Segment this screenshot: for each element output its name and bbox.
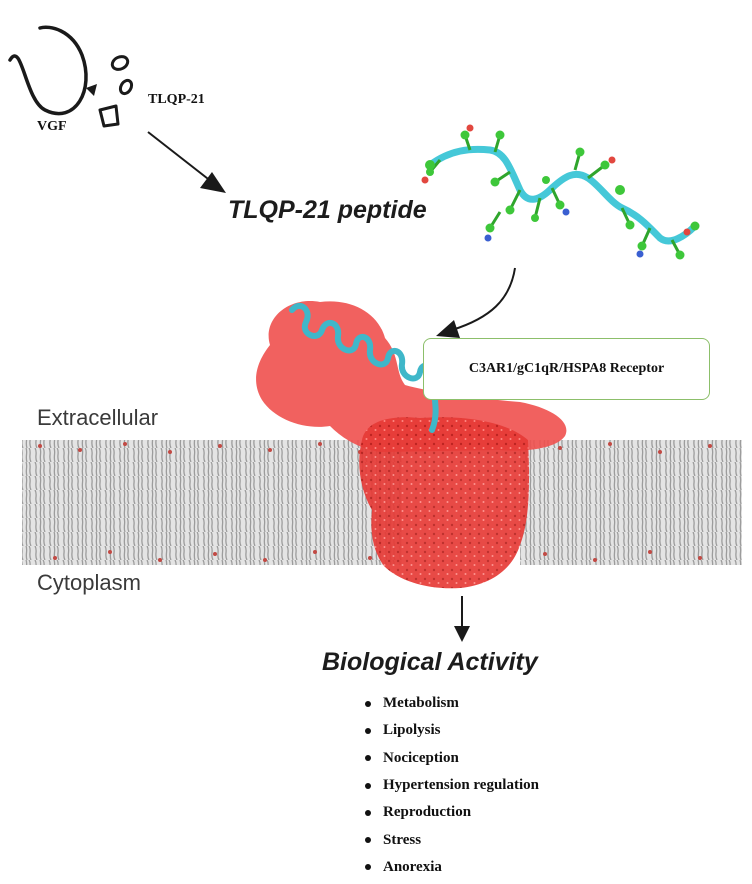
bullet-icon — [365, 782, 371, 789]
peptide-fragment-4 — [98, 104, 120, 128]
peptide-fragment-2 — [110, 55, 130, 71]
binding-arrowhead-icon — [436, 320, 460, 338]
vgf-label: VGF — [37, 119, 67, 134]
bullet-icon — [365, 809, 371, 816]
receptor-label-box: C3AR1/gC1qR/HSPA8 Receptor — [423, 338, 710, 400]
activity-list: Metabolism Lipolysis Nociception Hyperte… — [365, 690, 539, 881]
list-item: Nociception — [365, 745, 539, 772]
binding-arrow-shaft — [451, 267, 516, 331]
signal-arrowhead-icon — [454, 626, 470, 642]
lipid-bilayer-left — [22, 440, 402, 565]
peptide-title: TLQP-21 peptide — [228, 196, 427, 224]
lipid-bilayer-right — [520, 440, 742, 565]
list-item: Lipolysis — [365, 717, 539, 744]
cleavage-arrowhead-icon — [200, 172, 226, 193]
peptide-fragment-1 — [86, 84, 97, 96]
list-item: Anorexia — [365, 854, 539, 881]
list-item: Metabolism — [365, 690, 539, 717]
receptor-transmembrane-domain — [359, 417, 530, 589]
list-item: Stress — [365, 826, 539, 853]
receptor-label: C3AR1/gC1qR/HSPA8 Receptor — [468, 361, 665, 376]
peptide-fragment-3 — [118, 78, 134, 96]
bullet-icon — [365, 700, 371, 707]
list-item: Reproduction — [365, 799, 539, 826]
vgf-precursor-strand — [8, 25, 88, 116]
bullet-icon — [365, 727, 371, 734]
cleavage-arrow-shaft — [147, 131, 213, 183]
peptide-structure-icon — [421, 124, 700, 260]
lipid-headgroups — [38, 442, 712, 562]
bullet-icon — [365, 837, 371, 844]
list-item: Hypertension regulation — [365, 772, 539, 799]
receptor-extracellular-domain — [256, 301, 567, 452]
tlqp21-fragment-label: TLQP-21 — [148, 92, 205, 107]
biological-activity-title: Biological Activity — [322, 648, 538, 676]
bullet-icon — [365, 755, 371, 762]
cytoplasm-label: Cytoplasm — [37, 570, 141, 595]
extracellular-label: Extracellular — [37, 405, 159, 430]
bullet-icon — [365, 864, 371, 871]
